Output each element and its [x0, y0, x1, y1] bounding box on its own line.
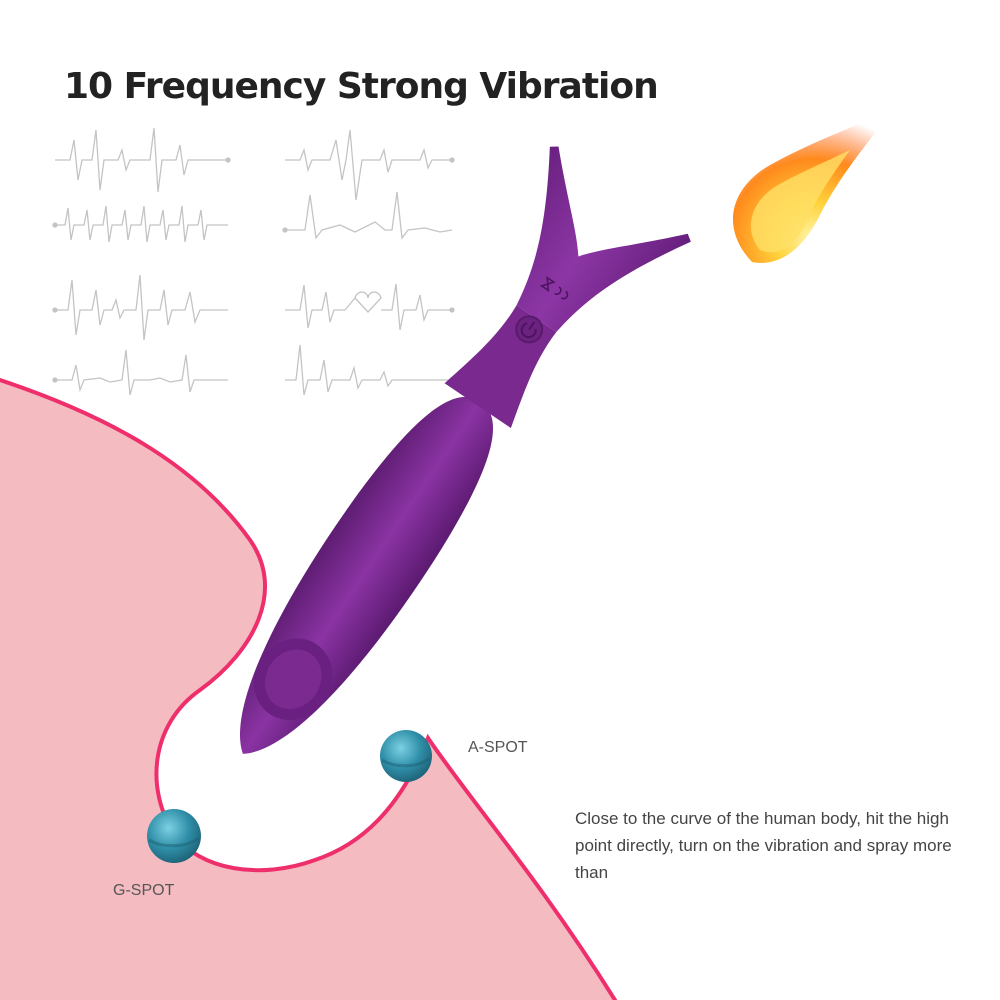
feature-description: Close to the curve of the human body, hi… [575, 809, 952, 882]
waveform-dot-5 [52, 307, 58, 313]
waveform-group [52, 127, 455, 396]
g-spot-label: G-SPOT [113, 882, 175, 899]
g-spot-marker [147, 809, 201, 863]
waveform-4 [285, 191, 453, 240]
waveform-8 [285, 344, 452, 396]
power-button-icon [515, 315, 544, 344]
waveform-dot-2 [449, 157, 455, 163]
mode-icon [560, 290, 569, 300]
waveform-6 [285, 283, 452, 331]
waveform-5 [55, 274, 228, 341]
a-spot-marker [380, 730, 432, 782]
waveform-2 [285, 129, 452, 201]
waveform-dot-7 [52, 377, 58, 383]
mode-icons [539, 276, 569, 300]
product-vibrator [240, 146, 691, 754]
waveform-dot-4 [282, 227, 288, 233]
page-title: 10 Frequency Strong Vibration [64, 66, 659, 107]
waveform-7 [55, 349, 228, 396]
flame-icon [732, 108, 895, 263]
a-spot-label: A-SPOT [468, 739, 528, 756]
product-head [516, 146, 691, 333]
bottom-button [264, 649, 322, 710]
waveform-dot-3 [52, 222, 58, 228]
waveform-1 [55, 127, 228, 193]
waveform-dot-1 [225, 157, 231, 163]
waveform-3 [55, 205, 228, 243]
power-symbol [520, 321, 537, 339]
mode-icon [554, 286, 562, 295]
mode-icon [539, 276, 556, 292]
waveform-dot-6 [449, 307, 455, 313]
